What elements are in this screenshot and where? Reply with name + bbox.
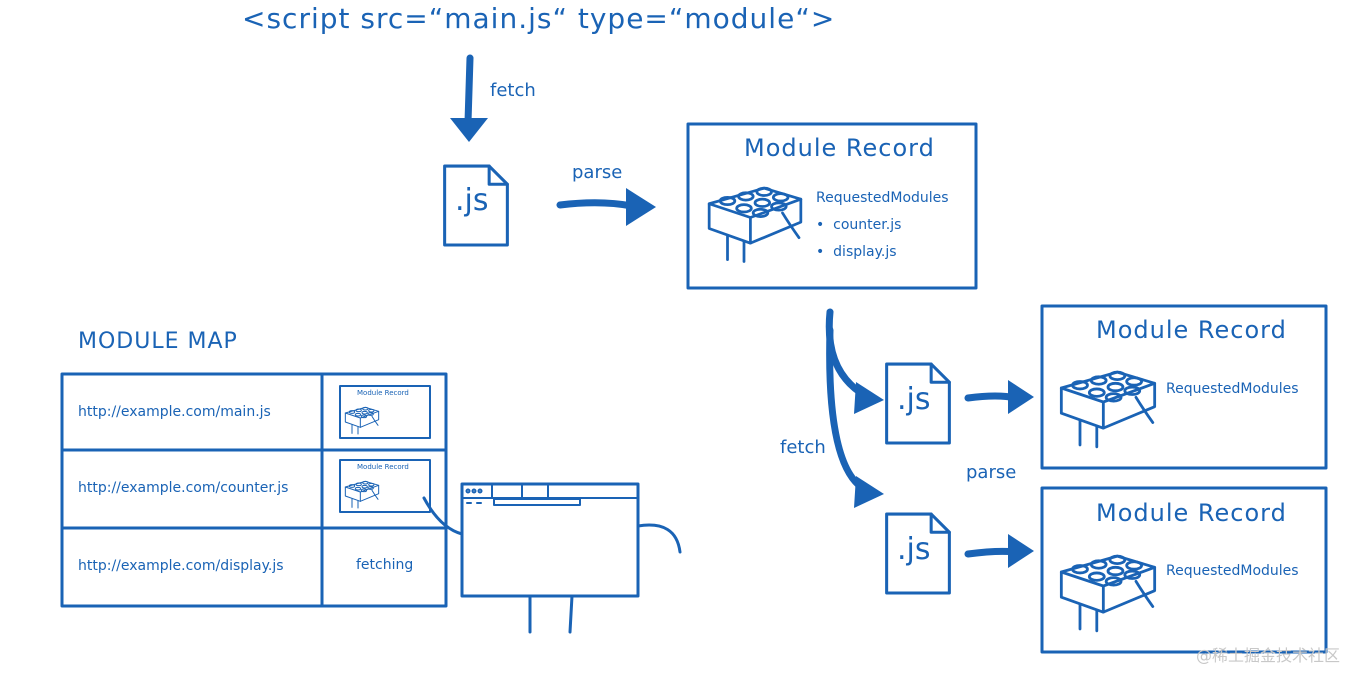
mini-module-record-title: Module Record — [357, 389, 409, 397]
requested-modules-title: RequestedModules — [1166, 563, 1299, 579]
module-record-title: Module Record — [1096, 316, 1287, 344]
requested-item: • counter.js — [816, 217, 902, 233]
js-label-main: .js — [455, 183, 489, 218]
fetching-status: fetching — [356, 557, 414, 573]
fetch-arrows-side — [825, 308, 884, 508]
module-record-main — [686, 122, 978, 290]
mini-module-record-title: Module Record — [357, 463, 409, 471]
watermark: @稀土掘金技术社区 — [1195, 646, 1340, 665]
script-tag-text: <script src=“main.js“ type=“module“> — [242, 2, 836, 35]
parse-label-top: parse — [572, 162, 623, 183]
requested-item: • display.js — [816, 244, 897, 260]
module-map-url: http://example.com/counter.js — [78, 480, 289, 496]
module-record-counter — [1040, 304, 1328, 470]
requested-modules-title: RequestedModules — [1166, 381, 1299, 397]
module-record-display — [1040, 486, 1328, 654]
requested-modules-title: RequestedModules — [816, 190, 949, 206]
module-map-url: http://example.com/display.js — [78, 558, 284, 574]
module-map-title: MODULE MAP — [78, 329, 238, 354]
module-map-url: http://example.com/main.js — [78, 404, 271, 420]
module-record-title: Module Record — [744, 134, 935, 162]
parse-arrow-top — [556, 188, 656, 226]
module-map-table — [60, 372, 448, 608]
fetch-label-side: fetch — [780, 437, 826, 458]
parse-arrows-side — [964, 380, 1034, 568]
fetch-label-top: fetch — [490, 80, 536, 101]
js-label-display: .js — [897, 532, 931, 567]
js-label-counter: .js — [897, 382, 931, 417]
fetch-arrow-top — [450, 54, 488, 142]
module-record-title: Module Record — [1096, 499, 1287, 527]
browser-character — [422, 482, 682, 634]
brick-icon — [707, 186, 803, 264]
parse-label-side: parse — [966, 462, 1017, 483]
